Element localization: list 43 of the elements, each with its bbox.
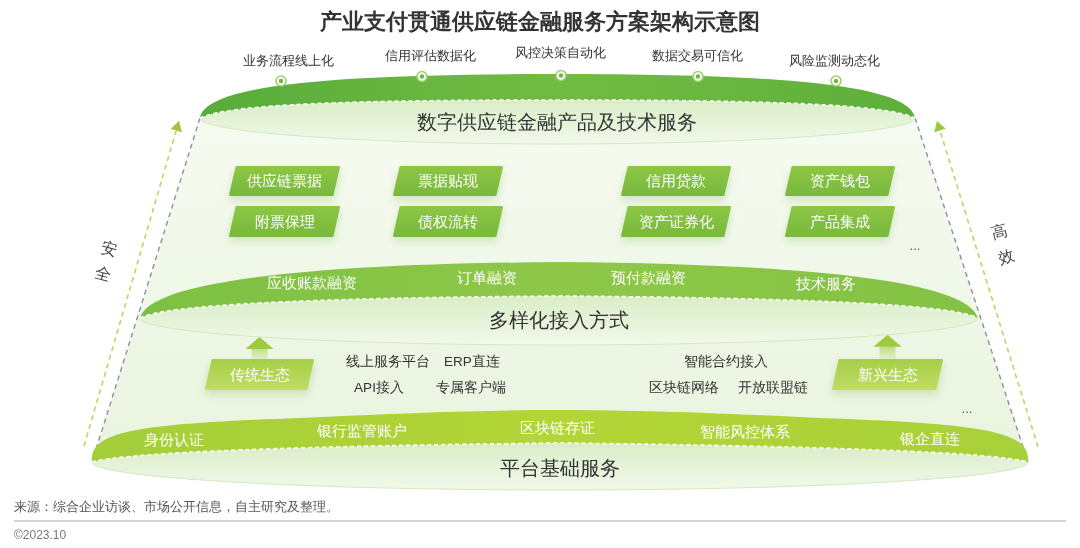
- feature-label: 数据交易可信化: [651, 49, 743, 63]
- band-label: 身份认证: [144, 432, 204, 448]
- band-label: 银行监管账户: [317, 423, 407, 439]
- access-label: 智能合约接入: [684, 354, 768, 370]
- band-title: 数字供应链金融产品及技术服务: [417, 111, 697, 133]
- band-label: 区块链存证: [519, 420, 595, 436]
- access-label: 专属客户端: [436, 380, 506, 396]
- band-label: 银企直连: [900, 431, 960, 447]
- title: 产业支付贯通供应链金融服务方案架构示意图: [320, 10, 760, 34]
- access-label: API接入: [354, 380, 404, 396]
- product-box: 资产证券化: [621, 206, 731, 237]
- product-box: 附票保理: [229, 206, 340, 237]
- band-label: 技术服务: [796, 276, 856, 292]
- band-label: 智能风控体系: [700, 424, 790, 440]
- band-title: 多样化接入方式: [489, 309, 629, 331]
- band-label: 订单融资: [457, 270, 517, 286]
- product-box: 产品集成: [785, 206, 895, 237]
- feature-label: 风控决策自动化: [514, 46, 606, 60]
- side-label: 安全: [91, 237, 121, 287]
- product-box: 资产钱包: [785, 166, 895, 196]
- product-box: 供应链票据: [229, 166, 340, 196]
- access-label: ERP直连: [444, 354, 500, 370]
- band-title: 平台基础服务: [500, 457, 620, 479]
- ellipsis: ...: [909, 239, 921, 253]
- source-note: 来源：综合企业访谈、市场公开信息，自主研究及整理。: [14, 501, 339, 515]
- ecosystem-box: 传统生态: [205, 359, 314, 390]
- copyright-note: ©2023.10: [14, 528, 67, 542]
- access-label: 线上服务平台: [346, 354, 430, 370]
- block-arrow: [245, 336, 274, 359]
- access-label: 开放联盟链: [738, 380, 808, 396]
- product-box: 信用贷款: [621, 166, 731, 196]
- feature-label: 信用评估数据化: [384, 49, 476, 63]
- feature-label: 业务流程线上化: [242, 54, 334, 68]
- product-box: 债权流转: [393, 206, 503, 237]
- side-label: 高效: [988, 220, 1018, 270]
- ecosystem-box: 新兴生态: [832, 359, 943, 390]
- access-label: 区块链网络: [649, 380, 719, 396]
- product-box: 票据贴现: [393, 166, 503, 196]
- block-arrow: [873, 334, 902, 359]
- band-label: 预付款融资: [610, 270, 686, 286]
- band-label: 应收账款融资: [267, 275, 357, 291]
- ellipsis: ...: [961, 402, 973, 416]
- feature-label: 风险监测动态化: [788, 54, 880, 68]
